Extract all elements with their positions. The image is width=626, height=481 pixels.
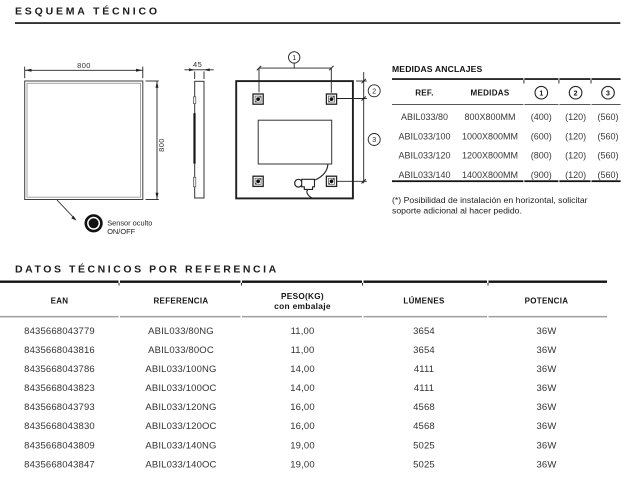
- svg-text:8435668043823: 8435668043823: [24, 383, 95, 394]
- svg-text:2: 2: [372, 89, 376, 96]
- svg-text:(900): (900): [531, 170, 552, 180]
- svg-text:36W: 36W: [537, 440, 557, 451]
- svg-text:8435668043786: 8435668043786: [24, 364, 95, 375]
- svg-text:8435668043830: 8435668043830: [24, 421, 95, 432]
- svg-text:14,00: 14,00: [290, 364, 315, 375]
- svg-text:DATOS TÉCNICOS POR REFERENCIA: DATOS TÉCNICOS POR REFERENCIA: [15, 262, 279, 275]
- svg-text:800X800MM: 800X800MM: [464, 112, 515, 122]
- svg-text:LÚMENES: LÚMENES: [403, 296, 445, 305]
- svg-text:ABIL033/140NG: ABIL033/140NG: [145, 440, 216, 451]
- svg-text:ABIL033/140: ABIL033/140: [398, 170, 450, 180]
- svg-text:16,00: 16,00: [290, 402, 315, 413]
- svg-text:800: 800: [157, 138, 166, 152]
- svg-text:(560): (560): [597, 170, 618, 180]
- svg-text:36W: 36W: [537, 383, 557, 394]
- svg-text:(120): (120): [565, 112, 586, 122]
- svg-text:4568: 4568: [413, 421, 435, 432]
- svg-text:8435668043847: 8435668043847: [24, 459, 95, 470]
- svg-text:con embalaje: con embalaje: [274, 301, 331, 311]
- svg-text:11,00: 11,00: [291, 345, 315, 356]
- svg-text:Sensor oculto: Sensor oculto: [107, 218, 152, 227]
- svg-text:36W: 36W: [537, 421, 557, 432]
- svg-text:16,00: 16,00: [290, 421, 315, 432]
- svg-text:ABIL033/120OC: ABIL033/120OC: [145, 421, 216, 432]
- svg-text:1200X800MM: 1200X800MM: [462, 151, 518, 161]
- svg-text:(120): (120): [565, 170, 586, 180]
- svg-text:1: 1: [292, 55, 296, 62]
- svg-text:ABIL033/140OC: ABIL033/140OC: [145, 459, 216, 470]
- svg-text:19,00: 19,00: [290, 459, 315, 470]
- svg-text:1: 1: [539, 90, 543, 97]
- svg-text:(800): (800): [531, 151, 552, 161]
- svg-text:ABIL033/100NG: ABIL033/100NG: [145, 364, 216, 375]
- svg-text:36W: 36W: [537, 326, 557, 337]
- svg-text:(560): (560): [597, 112, 618, 122]
- svg-text:4568: 4568: [413, 402, 435, 413]
- svg-text:MEDIDAS: MEDIDAS: [471, 89, 510, 98]
- svg-text:ABIL033/80: ABIL033/80: [401, 112, 448, 122]
- svg-text:3654: 3654: [413, 326, 435, 337]
- svg-text:3: 3: [606, 90, 610, 97]
- svg-text:5025: 5025: [413, 459, 435, 470]
- svg-text:2: 2: [574, 90, 578, 97]
- svg-text:1400X800MM: 1400X800MM: [462, 170, 518, 180]
- svg-text:(120): (120): [565, 151, 586, 161]
- svg-text:soporte adicional al hacer ped: soporte adicional al hacer pedido.: [392, 206, 522, 216]
- svg-text:(560): (560): [597, 131, 618, 141]
- svg-text:36W: 36W: [537, 364, 557, 375]
- svg-text:8435668043793: 8435668043793: [24, 402, 95, 413]
- svg-text:4111: 4111: [414, 383, 434, 394]
- svg-text:ABIL033/80NG: ABIL033/80NG: [148, 326, 214, 337]
- svg-text:(600): (600): [531, 131, 552, 141]
- svg-text:(120): (120): [565, 131, 586, 141]
- svg-text:8435668043809: 8435668043809: [24, 440, 95, 451]
- svg-text:ESQUEMA TÉCNICO: ESQUEMA TÉCNICO: [15, 5, 160, 18]
- svg-text:8435668043779: 8435668043779: [24, 326, 95, 337]
- svg-text:45: 45: [193, 60, 202, 69]
- svg-text:(560): (560): [597, 151, 618, 161]
- svg-text:ABIL033/100: ABIL033/100: [398, 131, 450, 141]
- svg-text:POTENCIA: POTENCIA: [525, 296, 569, 305]
- svg-text:800: 800: [77, 61, 91, 70]
- svg-text:3: 3: [372, 137, 376, 144]
- svg-text:11,00: 11,00: [291, 326, 315, 337]
- svg-text:4111: 4111: [414, 364, 434, 375]
- svg-text:ON/OFF: ON/OFF: [107, 227, 135, 236]
- svg-text:EAN: EAN: [51, 296, 69, 305]
- svg-text:ABIL033/100OC: ABIL033/100OC: [145, 383, 216, 394]
- svg-text:PESO(KG): PESO(KG): [281, 292, 324, 301]
- svg-text:REFERENCIA: REFERENCIA: [153, 296, 208, 305]
- svg-text:5025: 5025: [413, 440, 435, 451]
- svg-text:36W: 36W: [537, 345, 557, 356]
- svg-text:ABIL033/120NG: ABIL033/120NG: [145, 402, 216, 413]
- svg-text:3654: 3654: [413, 345, 435, 356]
- svg-text:REF.: REF.: [415, 89, 434, 98]
- svg-text:36W: 36W: [537, 402, 557, 413]
- svg-text:ABIL033/80OC: ABIL033/80OC: [148, 345, 214, 356]
- svg-text:ABIL033/120: ABIL033/120: [398, 151, 450, 161]
- svg-text:1000X800MM: 1000X800MM: [462, 131, 518, 141]
- svg-text:36W: 36W: [537, 459, 557, 470]
- svg-text:19,00: 19,00: [290, 440, 315, 451]
- svg-text:8435668043816: 8435668043816: [24, 345, 95, 356]
- svg-text:14,00: 14,00: [290, 383, 315, 394]
- svg-text:MEDIDAS ANCLAJES: MEDIDAS ANCLAJES: [392, 64, 483, 74]
- svg-text:(400): (400): [531, 112, 552, 122]
- svg-text:(*) Posibilidad de instalación: (*) Posibilidad de instalación en horizo…: [392, 195, 588, 205]
